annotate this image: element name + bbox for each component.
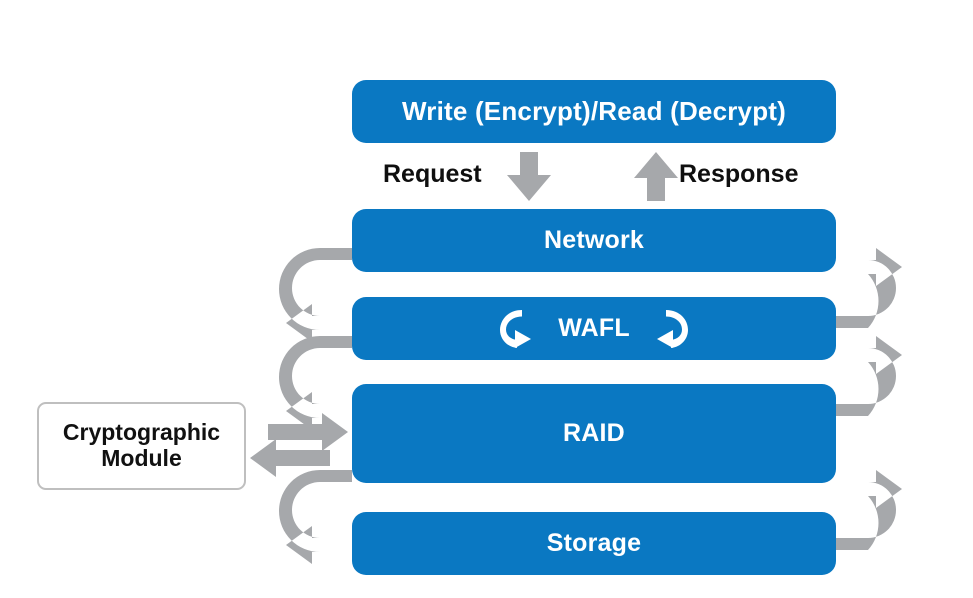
response-label: Response [679, 160, 799, 188]
layer-box-storage[interactable]: Storage [352, 512, 836, 575]
layer-label-write-read: Write (Encrypt)/Read (Decrypt) [401, 96, 787, 127]
left-loop-arrow-raid-to-storage [279, 470, 352, 564]
raid-to-crypto-arrow-left-icon [250, 439, 330, 477]
response-arrow-up-icon [634, 152, 678, 201]
right-loop-arrow-raid-to-wafl [836, 336, 902, 416]
left-loop-arrow-wafl-to-raid [279, 336, 352, 430]
layer-label-storage: Storage [546, 528, 642, 557]
right-loop-arrow-storage-to-raid [836, 470, 902, 550]
request-arrow-down-icon [507, 152, 551, 201]
crypto-to-raid-arrow-right-icon [268, 413, 348, 451]
layer-box-raid[interactable]: RAID [352, 384, 836, 483]
layer-label-network: Network [543, 225, 645, 254]
layer-box-wafl[interactable]: WAFL [352, 297, 836, 360]
cryptographic-module-label-line1: Cryptographic [62, 419, 221, 446]
cryptographic-module-label-line2: Module [101, 445, 182, 471]
wafl-content-row: WAFL [498, 307, 690, 351]
left-loop-arrow-network-to-wafl [279, 248, 352, 342]
refresh-clockwise-icon [500, 309, 532, 348]
layer-box-network[interactable]: Network [352, 209, 836, 272]
refresh-counterclockwise-icon [656, 309, 688, 348]
request-label: Request [383, 160, 482, 188]
layer-label-wafl: WAFL [558, 313, 630, 342]
layer-box-write-read[interactable]: Write (Encrypt)/Read (Decrypt) [352, 80, 836, 143]
cryptographic-module-label: Cryptographic Module [62, 419, 221, 472]
cryptographic-module-box[interactable]: Cryptographic Module [37, 402, 246, 490]
right-loop-arrow-wafl-to-network [836, 248, 902, 328]
layer-label-raid: RAID [563, 418, 625, 447]
